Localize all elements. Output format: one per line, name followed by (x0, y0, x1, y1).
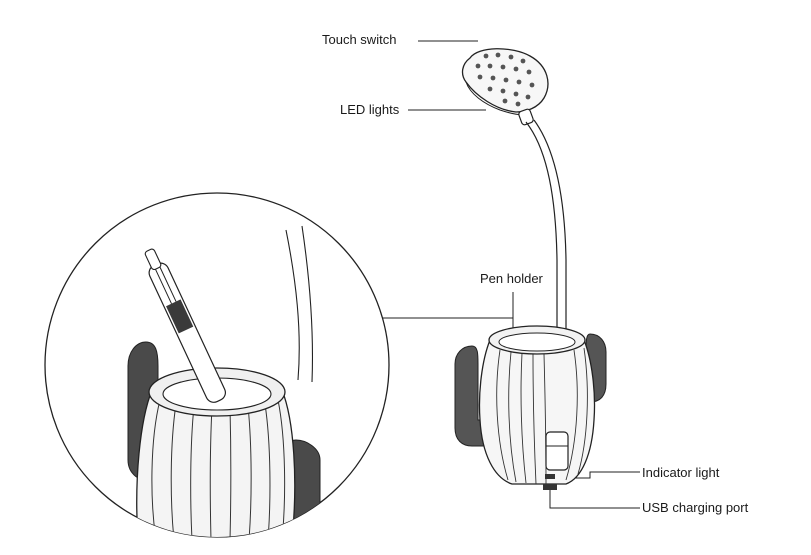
led-lights-label: LED lights (340, 102, 400, 117)
touch-switch-label: Touch switch (322, 32, 397, 47)
lamp-head (461, 48, 549, 126)
pen (144, 248, 226, 403)
gooseneck-arm (525, 119, 567, 432)
indicator-light-mark (545, 474, 555, 479)
led-dots (475, 52, 535, 107)
zoom-detail (44, 192, 390, 538)
usb-charging-port-label: USB charging port (642, 500, 749, 515)
indicator-light-label: Indicator light (642, 465, 720, 480)
cactus-base (454, 325, 607, 490)
pen-holder-label: Pen holder (480, 271, 543, 286)
usb-port-mark (543, 484, 557, 490)
usb-port-leader (549, 488, 640, 509)
